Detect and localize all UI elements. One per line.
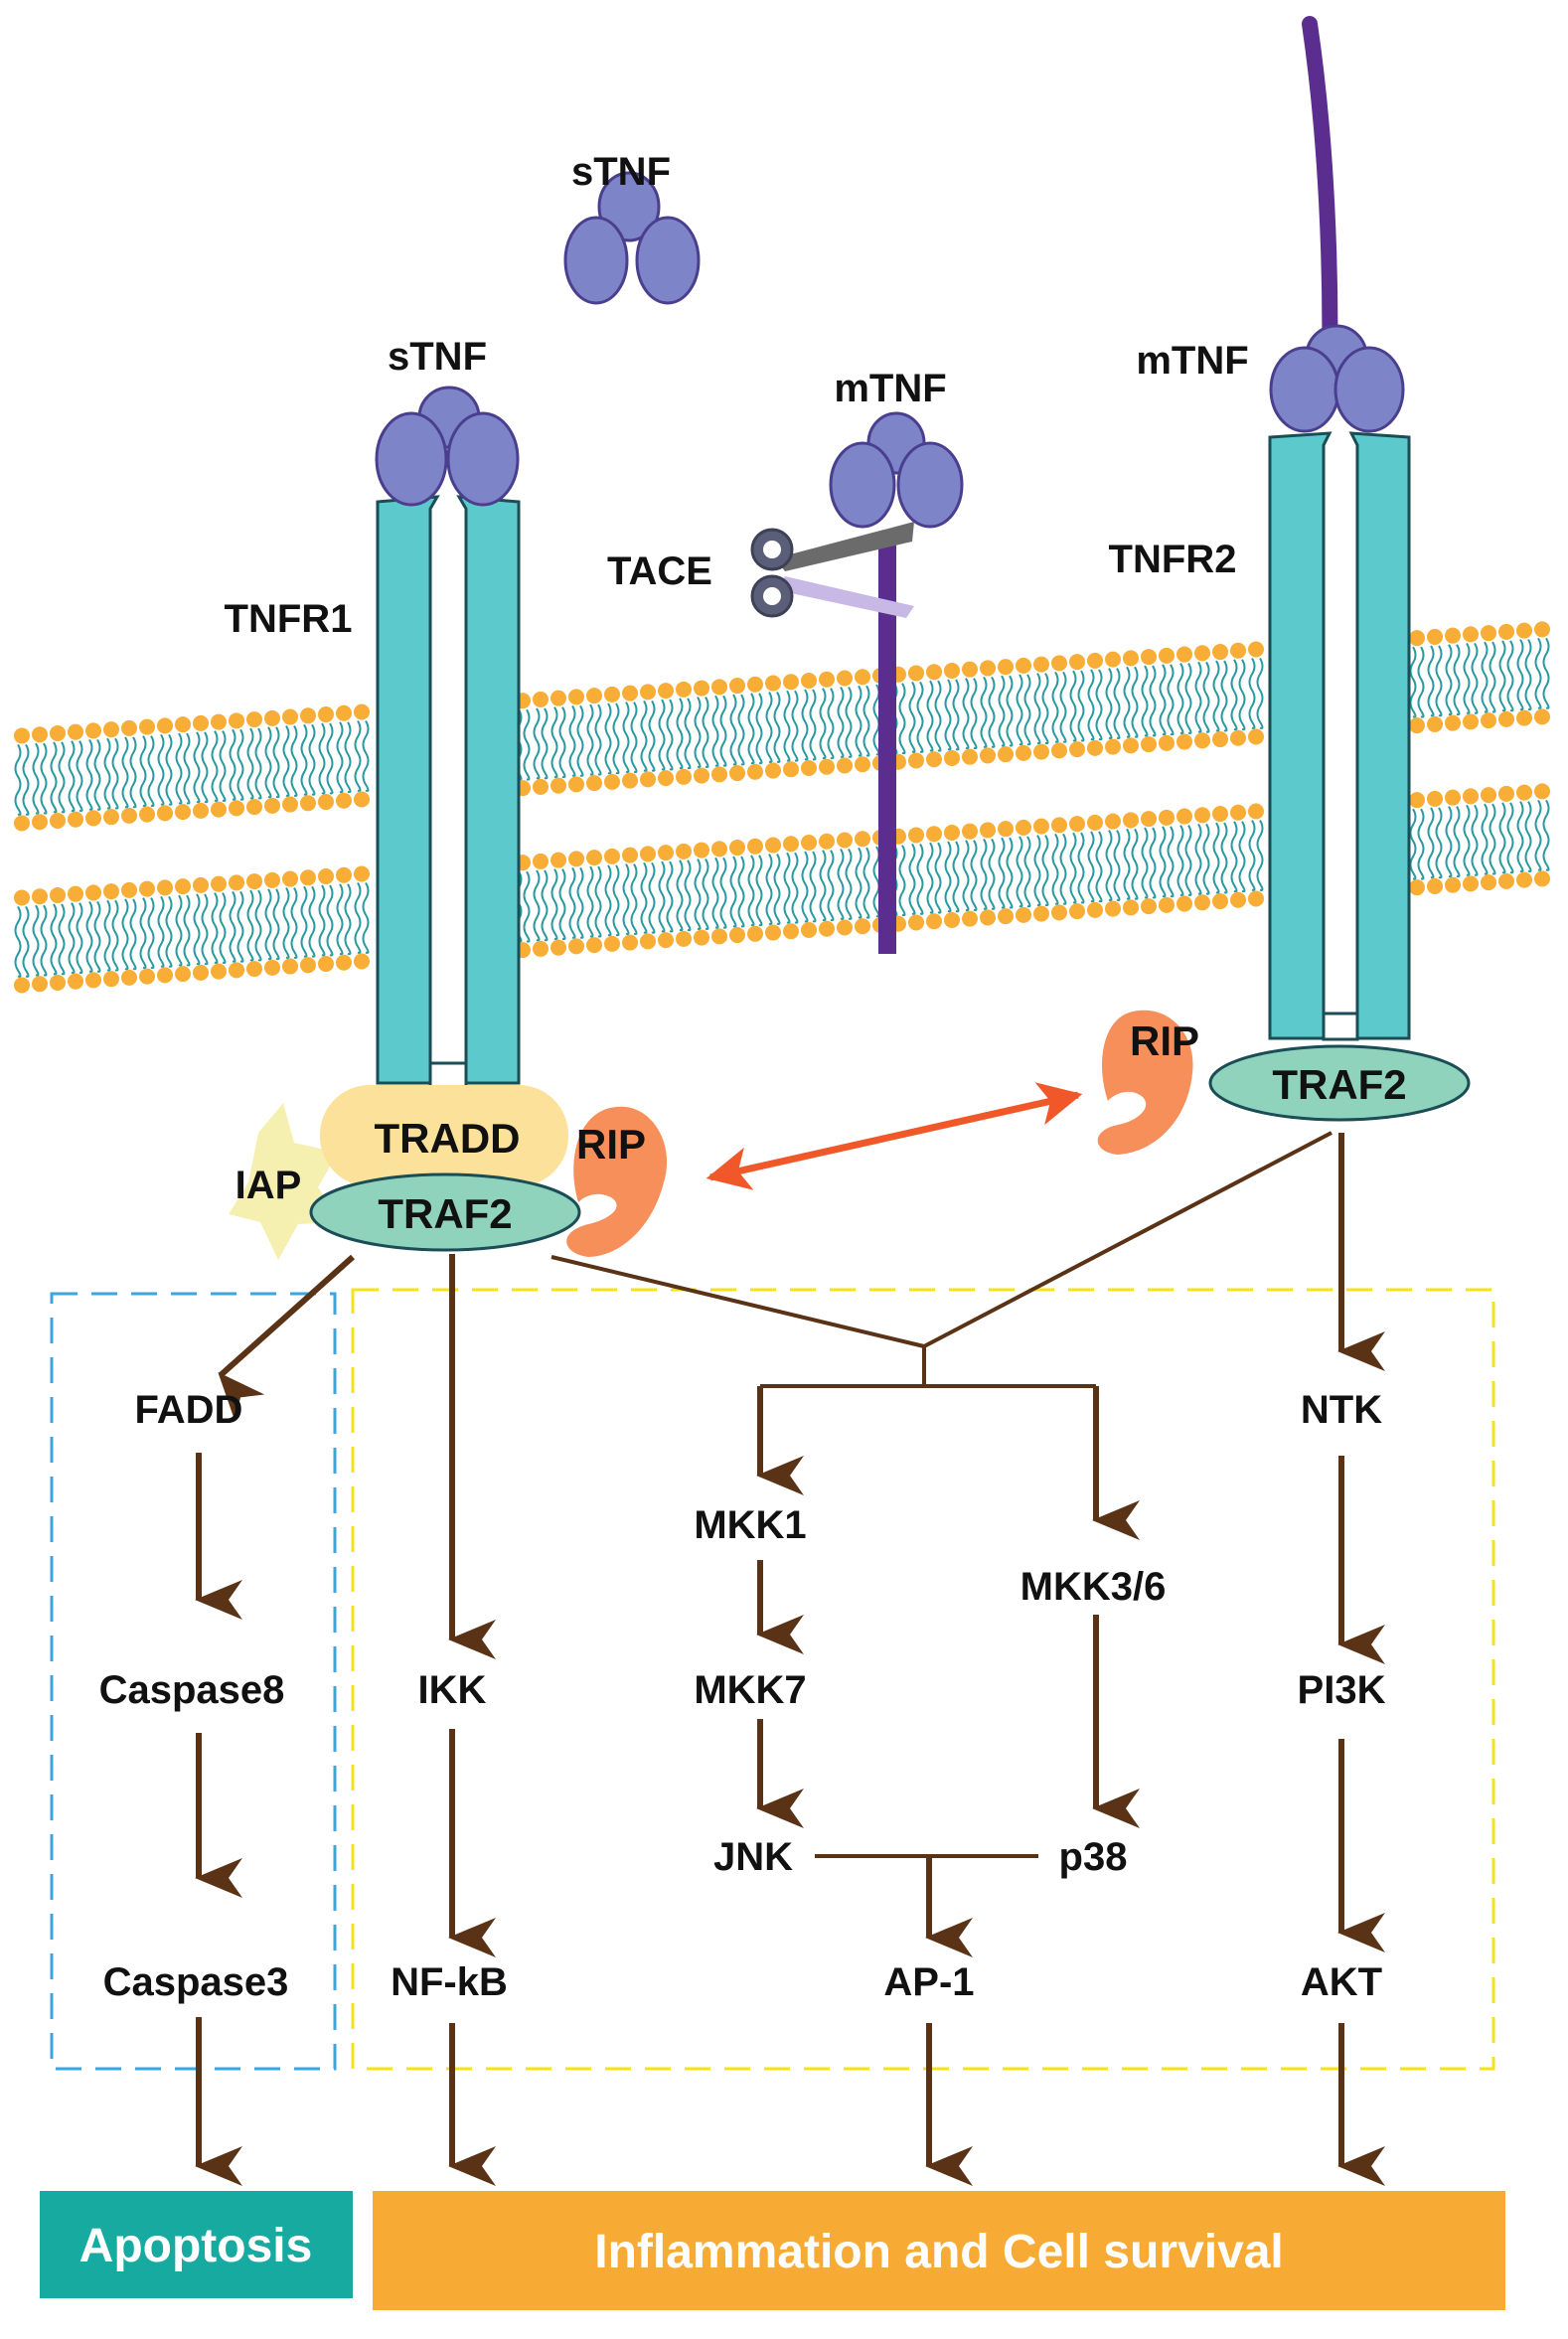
stnf-bound-trimer bbox=[375, 386, 520, 507]
node-ikk: IKK bbox=[418, 1668, 487, 1712]
apoptosis-outcome-box bbox=[40, 2191, 353, 2298]
tradd-shape bbox=[320, 1085, 568, 1186]
iap-label: IAP bbox=[235, 1164, 302, 1207]
node-akt: AKT bbox=[1301, 1960, 1382, 2004]
tace-label: TACE bbox=[607, 549, 712, 593]
tnfr1-receptor bbox=[376, 495, 521, 1089]
traf2-left-label: TRAF2 bbox=[378, 1190, 512, 1237]
tnfr1-label: TNFR1 bbox=[225, 597, 353, 641]
node-mkk3-6: MKK3/6 bbox=[1020, 1565, 1167, 1609]
cell-membrane bbox=[14, 621, 1550, 994]
node-pi3k: PI3K bbox=[1298, 1668, 1386, 1712]
tace-scissors-icon bbox=[750, 522, 914, 618]
mtnf-stalk-right bbox=[1302, 16, 1338, 386]
rip-right-label: RIP bbox=[1130, 1017, 1199, 1064]
node-mkk7: MKK7 bbox=[694, 1668, 806, 1712]
tnfr2-receptor bbox=[1268, 431, 1411, 1041]
mtnf-bound-trimer bbox=[1269, 324, 1405, 433]
rip-left-shape bbox=[566, 1106, 668, 1257]
tradd-label: TRADD bbox=[375, 1115, 521, 1162]
apoptosis-outcome-label: Apoptosis bbox=[79, 2220, 313, 2272]
node-ntk: NTK bbox=[1301, 1388, 1382, 1432]
node-jnk: JNK bbox=[713, 1835, 793, 1879]
mtnf-bound-label: mTNF bbox=[1136, 339, 1248, 383]
apoptosis-dashed-box bbox=[50, 1292, 337, 2071]
survival-outcome-label: Inflammation and Cell survival bbox=[594, 2226, 1284, 2278]
traf2-right-label: TRAF2 bbox=[1272, 1061, 1406, 1108]
mtnf-cleaved-trimer bbox=[829, 411, 964, 529]
survival-dashed-box bbox=[351, 1288, 1495, 2071]
node-mkk1: MKK1 bbox=[694, 1503, 806, 1547]
node-caspase3: Caspase3 bbox=[103, 1960, 289, 2004]
survival-outcome-box bbox=[373, 2191, 1505, 2310]
traf2-right-shape bbox=[1208, 1044, 1471, 1122]
stnf-bound-label: sTNF bbox=[388, 335, 487, 379]
rip-left-label: RIP bbox=[576, 1121, 646, 1168]
stnf-free-trimer bbox=[563, 171, 701, 305]
node-ap-1: AP-1 bbox=[883, 1960, 974, 2004]
rip-right-shape bbox=[1097, 1010, 1193, 1155]
pathway-labels: FADD Caspase8 Caspase3 IKK NF-kB MKK1 MK… bbox=[99, 1388, 1386, 2004]
rip-double-arrow bbox=[706, 1082, 1083, 1190]
mtnf-cleaved-label: mTNF bbox=[834, 367, 946, 410]
pathway-arrows bbox=[195, 1133, 1385, 2186]
node-p38: p38 bbox=[1059, 1835, 1128, 1879]
mtnf-stalk-middle bbox=[878, 537, 896, 954]
node-caspase8: Caspase8 bbox=[99, 1668, 285, 1712]
node-nf-kb: NF-kB bbox=[391, 1960, 508, 2004]
node-fadd: FADD bbox=[135, 1388, 243, 1432]
stnf-free-label: sTNF bbox=[571, 150, 671, 194]
tnfr2-label: TNFR2 bbox=[1109, 538, 1237, 581]
pathway-connectors bbox=[550, 1131, 1333, 1858]
traf2-left-shape bbox=[309, 1172, 581, 1252]
